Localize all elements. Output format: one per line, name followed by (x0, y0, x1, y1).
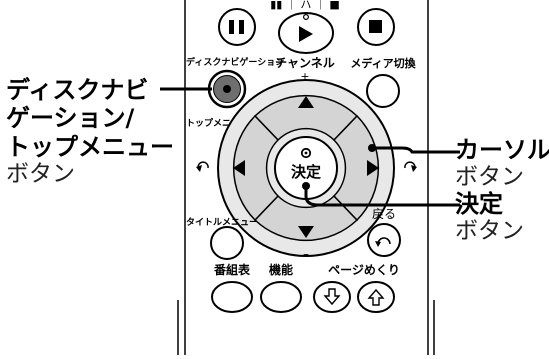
disc-nav-callout: ディスクナビ ゲーション/ トップメニュー ボタン (6, 76, 174, 188)
disc-nav-callout-line1: ディスクナビ (6, 76, 149, 104)
enter-leader-line (304, 186, 460, 207)
cursor-leader-dot (368, 144, 376, 152)
function-button[interactable] (260, 281, 302, 313)
arrow-left-icon (233, 160, 245, 176)
pause-icon (229, 20, 234, 34)
page-up-icon (367, 288, 385, 306)
enter-callout: 決定 ボタン (455, 190, 524, 245)
stop-icon (369, 20, 382, 33)
cursor-callout: カーソル ボタン (455, 136, 549, 191)
page-turn-label: ページめくり (328, 263, 400, 277)
enter-leader-dot (302, 182, 310, 190)
program-guide-label: 番組表 (213, 262, 251, 277)
arrow-up-icon (298, 96, 314, 108)
top-row-labels: ▮▮ ｜ ハ ｜ ■ (270, 0, 340, 11)
disc-nav-callout-line3: トップメニュー (6, 132, 174, 161)
cursor-buttons[interactable] (232, 94, 380, 242)
disc-nav-callout-line2: ゲーション/ (6, 104, 135, 133)
channel-plus-label: + (300, 70, 309, 83)
enter-button[interactable]: 決定 (274, 136, 338, 200)
back-button[interactable] (367, 223, 401, 257)
play-icon (299, 26, 313, 42)
disc-nav-small-label: ディスクナビゲーション (186, 56, 284, 68)
disc-nav-leader-dot (223, 85, 231, 93)
cursor-callout-line2: ボタン (455, 164, 524, 191)
cursor-left-button[interactable] (232, 114, 280, 222)
arrow-right-icon (367, 160, 379, 176)
page-down-button[interactable] (313, 281, 351, 313)
channel-label: チャンネル (275, 56, 335, 70)
title-menu-label: タイトルメニュー (186, 216, 258, 228)
enter-callout-line1: 決定 (455, 190, 503, 218)
media-switch-button[interactable] (366, 74, 400, 108)
pause-button[interactable] (218, 8, 256, 46)
back-label: 戻る (372, 207, 396, 221)
page-up-button[interactable] (357, 281, 395, 313)
stop-button[interactable] (357, 8, 395, 46)
media-switch-label: メディア切換 (350, 56, 416, 70)
program-guide-button[interactable] (211, 281, 253, 313)
cursor-callout-line1: カーソル (455, 136, 549, 164)
enter-label: 決定 (291, 163, 321, 181)
enter-callout-line2: ボタン (455, 218, 524, 245)
disc-nav-callout-line4: ボタン (6, 160, 75, 187)
function-label: 機能 (269, 262, 293, 277)
cursor-leader-line (372, 146, 460, 154)
title-menu-button[interactable] (210, 226, 244, 260)
page-down-icon (323, 288, 341, 306)
cursor-right-button[interactable] (332, 114, 380, 222)
channel-minus-label: – (303, 247, 309, 261)
play-button[interactable] (278, 12, 334, 54)
arrow-down-icon (298, 226, 314, 238)
